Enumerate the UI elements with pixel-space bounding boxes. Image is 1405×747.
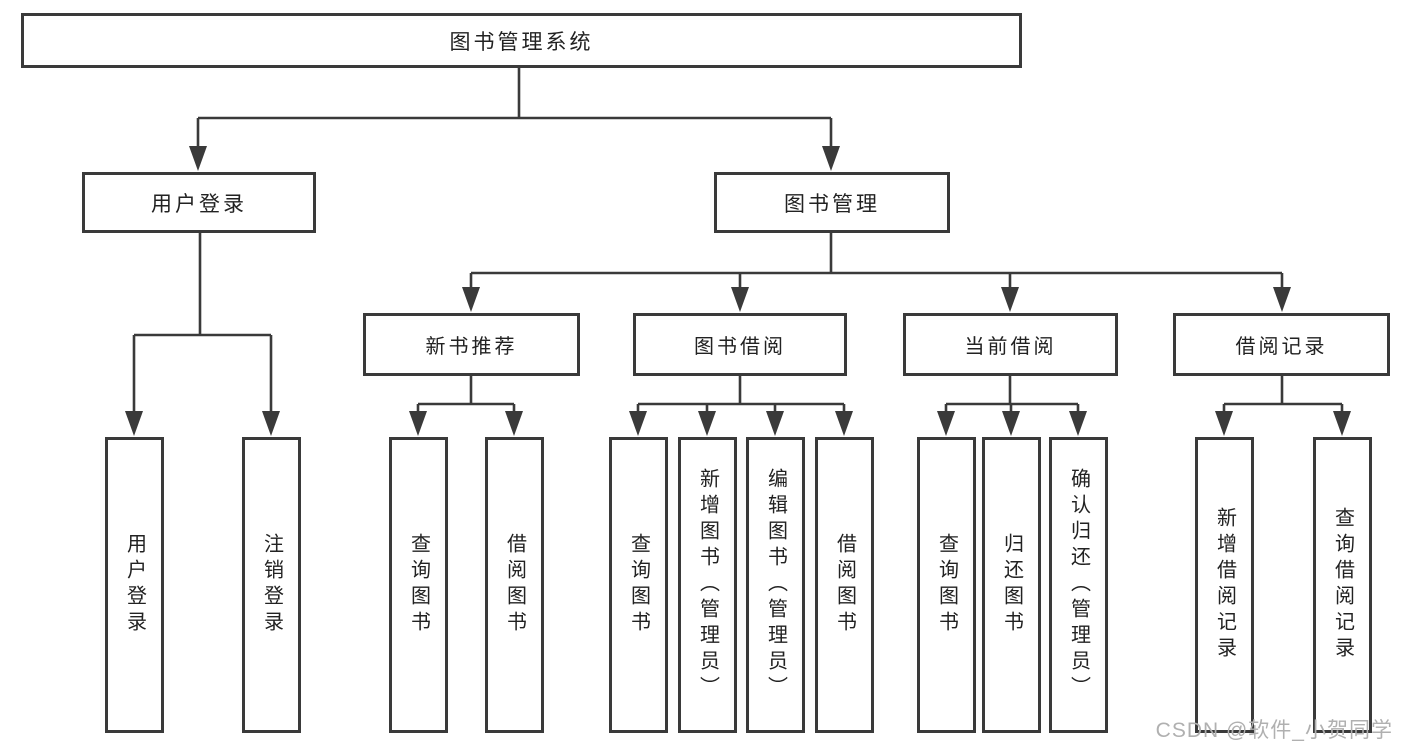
leaf-query-borrow-record: 查询借阅记录 bbox=[1313, 437, 1372, 733]
leaf-borrow-books: 借阅图书 bbox=[815, 437, 874, 733]
node-book-management: 图书管理 bbox=[714, 172, 950, 233]
leaf-user-login: 用户登录 bbox=[105, 437, 164, 733]
leaf-query-books-recommend: 查询图书 bbox=[389, 437, 448, 733]
node-new-book-recommendation: 新书推荐 bbox=[363, 313, 580, 376]
node-current-borrowing: 当前借阅 bbox=[903, 313, 1118, 376]
node-library-management-system: 图书管理系统 bbox=[21, 13, 1022, 68]
leaf-logout: 注销登录 bbox=[242, 437, 301, 733]
leaf-add-books-admin: 新增图书（管理员） bbox=[678, 437, 737, 733]
leaf-query-books-current: 查询图书 bbox=[917, 437, 976, 733]
leaf-query-books-borrow: 查询图书 bbox=[609, 437, 668, 733]
leaf-edit-books-admin: 编辑图书（管理员） bbox=[746, 437, 805, 733]
leaf-confirm-return-admin: 确认归还（管理员） bbox=[1049, 437, 1108, 733]
node-book-borrowing: 图书借阅 bbox=[633, 313, 847, 376]
node-borrowing-records: 借阅记录 bbox=[1173, 313, 1390, 376]
node-user-login: 用户登录 bbox=[82, 172, 316, 233]
arrowheads bbox=[125, 146, 1351, 436]
csdn-watermark: CSDN @软件_小贺同学 bbox=[1155, 719, 1393, 742]
leaf-return-books: 归还图书 bbox=[982, 437, 1041, 733]
leaf-borrow-books-recommend: 借阅图书 bbox=[485, 437, 544, 733]
leaf-add-borrow-record: 新增借阅记录 bbox=[1195, 437, 1254, 733]
